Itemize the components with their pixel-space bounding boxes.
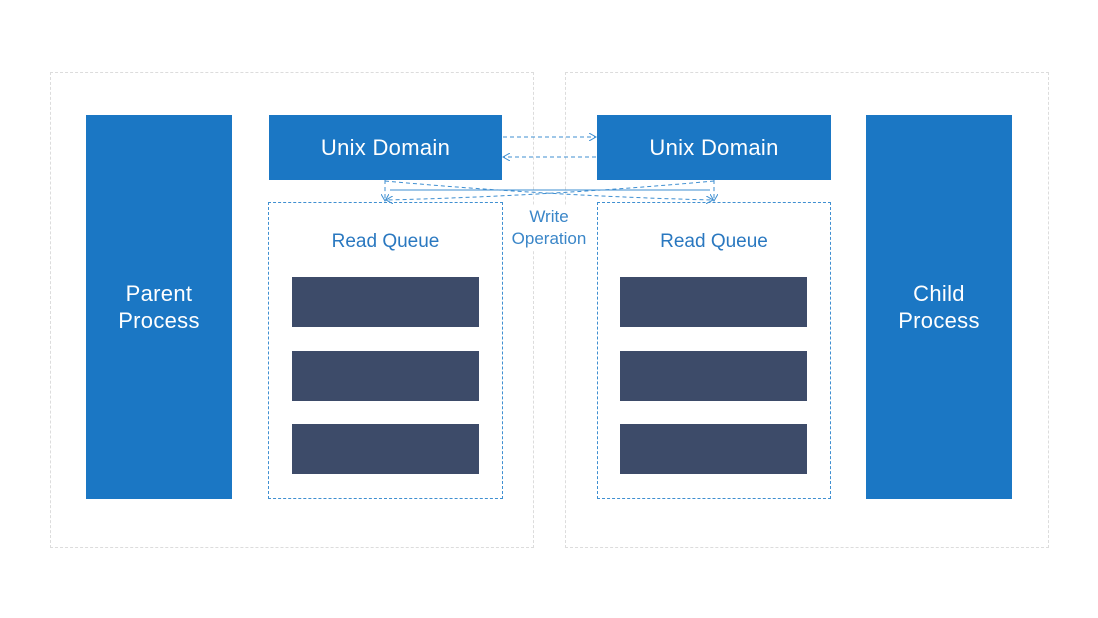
write-operation-line2: Operation — [511, 229, 587, 248]
parent-process-label-line1: Parent — [125, 281, 193, 306]
child-side-frame — [565, 72, 1049, 548]
left-queue-item-2 — [292, 351, 479, 401]
write-operation-line1: Write — [529, 207, 569, 226]
child-process-label-line2: Process — [898, 308, 980, 333]
child-process-block: Child Process — [866, 115, 1012, 499]
left-read-queue: Read Queue — [268, 202, 503, 499]
left-unix-domain-box: Unix Domain — [269, 115, 502, 180]
parent-process-label-line2: Process — [118, 308, 200, 333]
right-queue-item-2 — [620, 351, 807, 401]
write-operation-label: Write Operation — [503, 206, 595, 250]
right-queue-item-1 — [620, 277, 807, 327]
right-unix-domain-box: Unix Domain — [597, 115, 831, 180]
right-queue-item-3 — [620, 424, 807, 474]
left-queue-item-3 — [292, 424, 479, 474]
arrow-right-domain-to-left-queue — [386, 180, 715, 200]
parent-process-block: Parent Process — [86, 115, 232, 499]
left-queue-item-1 — [292, 277, 479, 327]
parent-side-frame — [50, 72, 534, 548]
right-read-queue-title: Read Queue — [660, 231, 768, 252]
left-read-queue-title: Read Queue — [331, 231, 440, 252]
child-process-label-line1: Child — [913, 281, 965, 306]
